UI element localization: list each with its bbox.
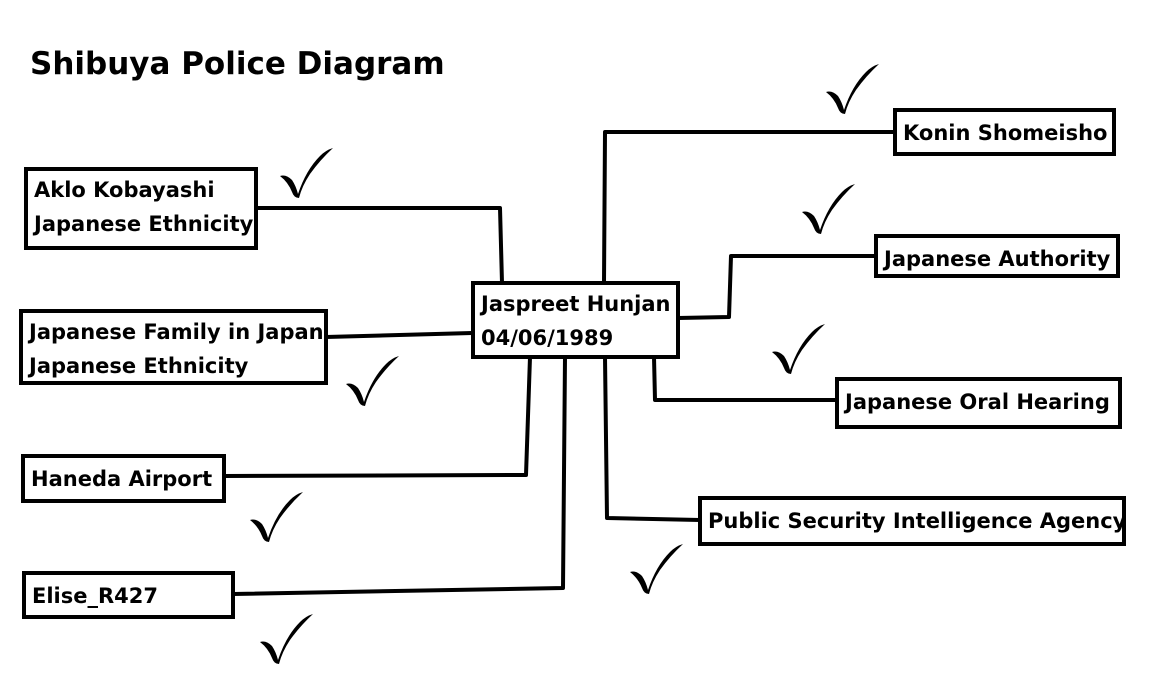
checkmark-icon bbox=[826, 64, 879, 114]
checkmark-icon bbox=[772, 324, 825, 374]
center-node-jaspreet-hunjan: Jaspreet Hunjan 04/06/1989 bbox=[471, 281, 680, 359]
connector-aklo-kobayashi bbox=[254, 206, 504, 285]
node-public-security-line-1: Public Security Intelligence Agency bbox=[708, 509, 1126, 533]
node-japanese-oral-hearing: Japanese Oral Hearing bbox=[835, 377, 1122, 429]
checkmark-icon bbox=[802, 184, 855, 234]
node-aklo-kobayashi-line-1: Aklo Kobayashi bbox=[34, 178, 215, 202]
checkmark-icon bbox=[260, 614, 313, 664]
node-japanese-family: Japanese Family in Japan Japanese Ethnic… bbox=[19, 309, 328, 385]
node-konin-shomeisho-line-1: Konin Shomeisho bbox=[903, 121, 1108, 145]
node-haneda-airport-line-1: Haneda Airport bbox=[31, 467, 213, 491]
node-konin-shomeisho: Konin Shomeisho bbox=[893, 108, 1116, 156]
node-aklo-kobayashi: Aklo Kobayashi Japanese Ethnicity bbox=[24, 167, 258, 250]
node-japanese-authority-line-1: Japanese Authority bbox=[884, 247, 1111, 271]
node-elise-r427: Elise_R427 bbox=[22, 571, 235, 619]
node-public-security: Public Security Intelligence Agency bbox=[698, 496, 1126, 546]
node-aklo-kobayashi-line-2: Japanese Ethnicity bbox=[34, 212, 254, 236]
node-elise-r427-line-1: Elise_R427 bbox=[32, 584, 158, 608]
checkmark-icon bbox=[280, 148, 333, 198]
connector-japanese-authority bbox=[676, 254, 877, 320]
node-japanese-oral-hearing-line-1: Japanese Oral Hearing bbox=[845, 390, 1110, 414]
center-node-date: 04/06/1989 bbox=[481, 326, 614, 350]
center-node-name: Jaspreet Hunjan bbox=[481, 292, 671, 316]
connector-public-security bbox=[603, 355, 702, 522]
node-japanese-authority: Japanese Authority bbox=[874, 234, 1120, 278]
checkmark-icon bbox=[250, 492, 303, 542]
node-japanese-family-line-2: Japanese Ethnicity bbox=[29, 354, 249, 378]
connector-japanese-oral-hearing bbox=[652, 355, 839, 402]
diagram-title: Shibuya Police Diagram bbox=[30, 46, 445, 82]
connector-konin-shomeisho bbox=[602, 130, 896, 285]
checkmark-icon bbox=[630, 544, 683, 594]
node-japanese-family-line-1: Japanese Family in Japan bbox=[29, 320, 324, 344]
node-haneda-airport: Haneda Airport bbox=[21, 454, 226, 503]
checkmark-icon bbox=[346, 356, 399, 406]
connector-elise-r427 bbox=[231, 355, 567, 596]
connector-haneda-airport bbox=[222, 355, 532, 478]
connector-japanese-family bbox=[324, 331, 474, 339]
